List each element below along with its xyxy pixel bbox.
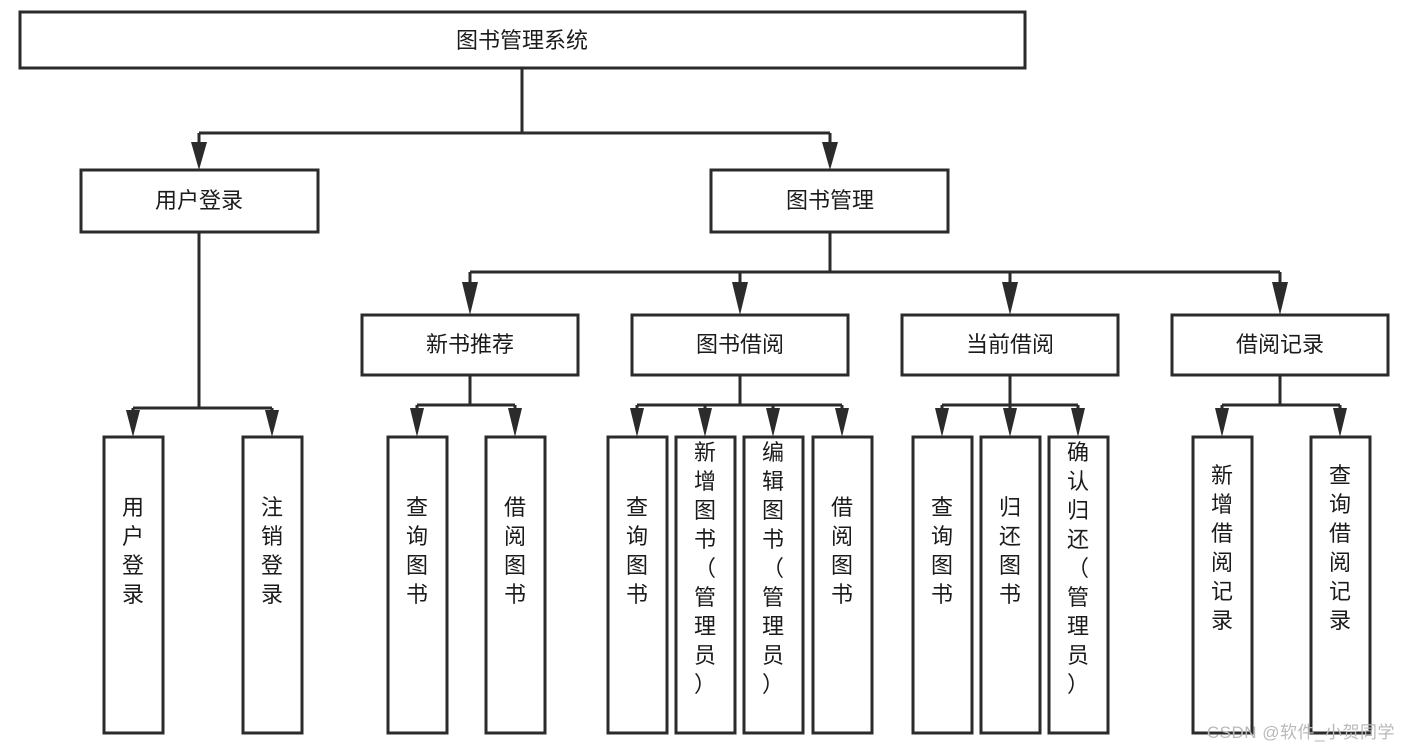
arrow-head-records: [1272, 282, 1288, 315]
arrow-head-leaf-edit-book: [766, 408, 780, 437]
node-root[interactable]: 图书管理系统: [18, 10, 1027, 70]
connector-layer: [126, 68, 1347, 437]
node-bookmgmt-label: 图书管理: [786, 188, 874, 213]
node-leaf-add-record-box[interactable]: [1191, 435, 1254, 735]
node-leaf-borrow-book-1[interactable]: 借阅图书: [484, 435, 547, 735]
node-login[interactable]: 用户登录: [79, 168, 320, 234]
node-borrow-box[interactable]: [630, 313, 850, 377]
node-leaf-query-record-label: 查询借阅记录: [1329, 463, 1351, 633]
arrow-head-leaf-query-record: [1333, 408, 1347, 437]
node-leaf-user-login-label: 用户登录: [122, 495, 144, 607]
node-borrow[interactable]: 图书借阅: [630, 313, 850, 377]
node-records[interactable]: 借阅记录: [1170, 313, 1390, 377]
node-leaf-confirm-return-label: 确认归还（管理员）: [1067, 440, 1089, 697]
arrow-head-leaf-borrow-book-2: [835, 408, 849, 437]
node-leaf-query-book-1-label: 查询图书: [406, 495, 428, 607]
node-records-label: 借阅记录: [1236, 332, 1324, 357]
node-leaf-query-book-1[interactable]: 查询图书: [386, 435, 449, 735]
arrow-head-leaf-query-book-2: [630, 408, 644, 437]
node-leaf-logout-label: 注销登录: [261, 495, 283, 607]
node-login-label: 用户登录: [155, 188, 243, 213]
arrow-head-leaf-confirm-return: [1071, 408, 1085, 437]
node-leaf-borrow-book-1-label: 借阅图书: [504, 495, 526, 607]
node-leaf-user-login-box[interactable]: [102, 435, 165, 735]
node-leaf-return-book-label: 归还图书: [999, 495, 1021, 607]
node-leaf-add-record-label: 新增借阅记录: [1211, 463, 1233, 633]
node-current[interactable]: 当前借阅: [900, 313, 1120, 377]
arrow-head-leaf-query-book-1: [410, 408, 424, 437]
node-borrow-label: 图书借阅: [696, 332, 784, 357]
arrow-head-borrow: [732, 282, 748, 315]
node-bookmgmt-box[interactable]: [709, 168, 950, 234]
arrow-head-leaf-user-login: [126, 410, 140, 437]
node-leaf-add-record[interactable]: 新增借阅记录: [1191, 435, 1254, 735]
node-leaf-query-book-2-box[interactable]: [606, 435, 669, 735]
node-leaf-query-record-box[interactable]: [1309, 435, 1372, 735]
node-leaf-logout-box[interactable]: [241, 435, 304, 735]
node-leaf-query-book-3-label: 查询图书: [931, 495, 953, 607]
node-root-label: 图书管理系统: [456, 28, 588, 53]
arrow-head-leaf-logout: [265, 410, 279, 437]
node-leaf-user-login[interactable]: 用户登录: [102, 435, 165, 735]
arrow-head-leaf-add-book: [698, 408, 712, 437]
node-leaf-edit-book-box[interactable]: [742, 435, 805, 735]
arrow-head-bookmgmt: [822, 142, 838, 170]
arrow-head-leaf-add-record: [1215, 408, 1229, 437]
node-leaf-borrow-book-2-label: 借阅图书: [831, 495, 853, 607]
node-leaf-edit-book[interactable]: 编辑图书（管理员）: [742, 435, 805, 735]
node-leaf-borrow-book-2-box[interactable]: [811, 435, 874, 735]
node-newbook-label: 新书推荐: [426, 332, 514, 357]
arrow-head-leaf-return-book: [1003, 408, 1017, 437]
node-leaf-query-book-1-box[interactable]: [386, 435, 449, 735]
node-current-label: 当前借阅: [966, 332, 1054, 357]
node-leaf-return-book-box[interactable]: [979, 435, 1042, 735]
arrow-head-leaf-query-book-3: [935, 408, 949, 437]
node-leaf-query-book-3[interactable]: 查询图书: [911, 435, 974, 735]
node-leaf-logout[interactable]: 注销登录: [241, 435, 304, 735]
node-records-box[interactable]: [1170, 313, 1390, 377]
node-leaf-add-book[interactable]: 新增图书（管理员）: [674, 435, 737, 735]
arrow-head-leaf-borrow-book-1: [508, 408, 522, 437]
node-root-box[interactable]: [18, 10, 1027, 70]
node-leaf-borrow-book-1-box[interactable]: [484, 435, 547, 735]
node-leaf-query-record[interactable]: 查询借阅记录: [1309, 435, 1372, 735]
node-bookmgmt[interactable]: 图书管理: [709, 168, 950, 234]
node-leaf-add-book-label: 新增图书（管理员）: [694, 440, 716, 697]
node-leaf-confirm-return-box[interactable]: [1047, 435, 1110, 735]
node-newbook[interactable]: 新书推荐: [360, 313, 580, 377]
node-login-box[interactable]: [79, 168, 320, 234]
node-leaf-edit-book-label: 编辑图书（管理员）: [762, 440, 784, 697]
node-leaf-return-book[interactable]: 归还图书: [979, 435, 1042, 735]
node-leaf-borrow-book-2[interactable]: 借阅图书: [811, 435, 874, 735]
node-newbook-box[interactable]: [360, 313, 580, 377]
arrow-head-newbook: [462, 282, 478, 315]
node-leaf-confirm-return[interactable]: 确认归还（管理员）: [1047, 435, 1110, 735]
node-leaf-query-book-3-box[interactable]: [911, 435, 974, 735]
node-leaf-query-book-2[interactable]: 查询图书: [606, 435, 669, 735]
node-leaf-query-book-2-label: 查询图书: [626, 495, 648, 607]
arrow-head-current: [1002, 282, 1018, 315]
arrow-head-login: [191, 142, 207, 170]
node-leaf-add-book-box[interactable]: [674, 435, 737, 735]
node-current-box[interactable]: [900, 313, 1120, 377]
